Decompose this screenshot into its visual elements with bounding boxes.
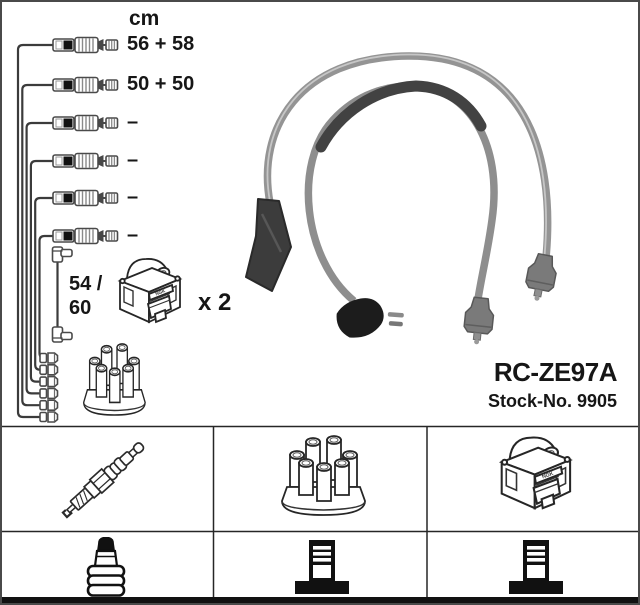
cable-length-1: 56 + 58 [127, 33, 195, 55]
cable-set-photo [245, 52, 560, 347]
legend-table [0, 425, 640, 605]
black-boot [336, 298, 384, 338]
unit-header: cm [129, 7, 160, 30]
coil-lead-length-line2: 60 [69, 297, 92, 319]
stock-number: Stock-No. 9905 [487, 391, 617, 411]
table-bottom-border [0, 597, 640, 605]
cable-length-4: – [127, 149, 139, 171]
diagram-ignition-coil [119, 258, 181, 323]
cable-schematic [16, 36, 119, 423]
coil-lead-length-line1: 54 / [69, 273, 103, 295]
coil-lead [51, 246, 73, 343]
cable-length-6: – [127, 224, 139, 246]
coil-quantity: x 2 [198, 289, 232, 316]
cable-length-2: 50 + 50 [127, 73, 195, 95]
diagram-distributor-cap [82, 343, 146, 416]
cable-length-5: – [127, 186, 139, 208]
cable-sleeve [315, 80, 487, 153]
part-number: RC-ZE97A [493, 357, 618, 387]
elbow-boot [245, 198, 292, 292]
cable-length-3: – [127, 111, 139, 133]
